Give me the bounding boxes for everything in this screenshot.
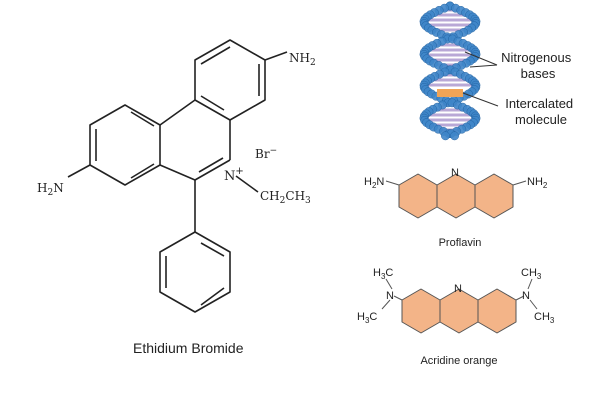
ethidium-counter-ion: Br− bbox=[255, 146, 277, 161]
dna-leader-lines bbox=[462, 51, 499, 107]
acridine-left-top-methyl: H3C bbox=[373, 267, 393, 281]
base-pair-9 bbox=[424, 53, 476, 57]
acridine-left-nitrogen: N bbox=[386, 290, 394, 302]
ethidium-ring-left bbox=[89, 104, 161, 186]
proflavin-ring-middle bbox=[436, 173, 476, 219]
base-pair-14 bbox=[428, 78, 472, 82]
proflavin-right-amine: NH2 bbox=[527, 176, 548, 190]
acridine-orange-structure bbox=[381, 278, 538, 334]
base-pair-11 bbox=[437, 63, 463, 67]
base-pair-4 bbox=[431, 28, 469, 32]
base-pair-21 bbox=[429, 123, 471, 127]
base-pair-15 bbox=[424, 83, 476, 87]
proflavin-ring-right bbox=[474, 173, 514, 219]
base-pair-13 bbox=[437, 73, 463, 77]
proflavin-name-label: Proflavin bbox=[439, 237, 482, 249]
dna-backbone bbox=[419, 1, 481, 141]
proflavin-ring-left bbox=[398, 173, 438, 219]
base-pair-8 bbox=[425, 48, 475, 52]
acridine-right-top-methyl: CH3 bbox=[521, 267, 542, 281]
ethidium-name-label: Ethidium Bromide bbox=[133, 340, 244, 356]
ethidium-nh2-top: NH2 bbox=[289, 51, 316, 68]
acridine-ring-middle bbox=[439, 288, 479, 334]
ethidium-ethyl-group: CH2CH3 bbox=[260, 189, 311, 206]
base-pair-20 bbox=[424, 118, 476, 122]
backbone-atom-a59 bbox=[450, 131, 460, 141]
intercalated-molecule-slab bbox=[437, 89, 463, 97]
acridine-name-label: Acridine orange bbox=[420, 355, 497, 367]
base-pair-18 bbox=[431, 108, 469, 112]
base-pair-10 bbox=[428, 58, 472, 62]
base-pair-2 bbox=[424, 18, 476, 22]
ethidium-h2n-left: H2N bbox=[37, 181, 64, 198]
acridine-ring-nitrogen: N bbox=[454, 283, 462, 295]
backbone-atom-b59 bbox=[440, 131, 450, 141]
acridine-left-bottom-methyl: H3C bbox=[357, 311, 377, 325]
ethidium-phenyl-ring bbox=[159, 231, 231, 313]
proflavin-structure bbox=[385, 173, 527, 219]
ethidium-bromide-structure bbox=[67, 39, 288, 313]
proflavin-ring-nitrogen: N bbox=[451, 167, 459, 179]
base-pair-19 bbox=[425, 113, 475, 117]
acridine-right-bottom-methyl: CH3 bbox=[534, 311, 555, 325]
label-intercalated-molecule: Intercalated molecule bbox=[505, 96, 577, 127]
ethidium-ring-nitrogen: N+ bbox=[224, 166, 244, 184]
acridine-right-nitrogen: N bbox=[522, 290, 530, 302]
dna-helix-illustration bbox=[419, 1, 481, 141]
base-pair-3 bbox=[425, 23, 475, 27]
base-pair-7 bbox=[433, 43, 467, 47]
acridine-ring-left bbox=[401, 288, 441, 334]
acridine-ring-right bbox=[477, 288, 517, 334]
proflavin-left-amine: H2N bbox=[364, 176, 384, 190]
label-nitrogenous-bases: Nitrogenous bases bbox=[501, 50, 575, 81]
ethidium-ring-top bbox=[194, 39, 266, 121]
base-pair-1 bbox=[429, 13, 471, 17]
